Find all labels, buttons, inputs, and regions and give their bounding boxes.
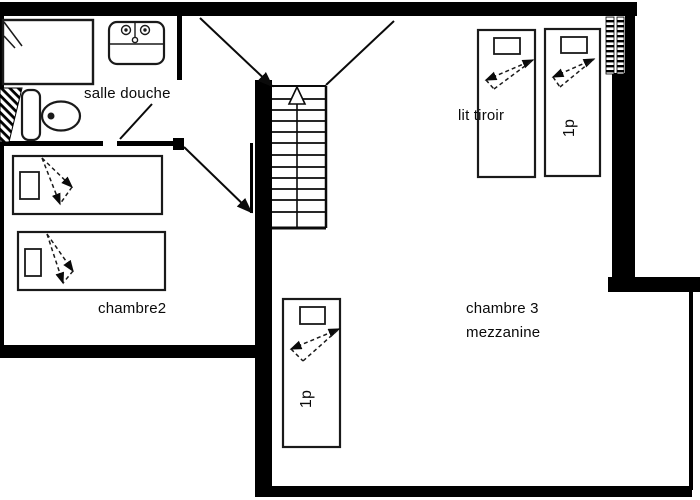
room-label-mezzanine: mezzanine: [466, 324, 541, 341]
sleep-direction-arrow: [41, 157, 74, 206]
wall-bathroom-right: [177, 16, 182, 80]
pillow: [19, 171, 40, 200]
door-jamb-chambre2: [250, 143, 253, 213]
bed-1p-right: [543, 27, 602, 178]
stairs-up-arrow-icon: [287, 85, 307, 228]
sleep-direction-arrow: [484, 59, 535, 90]
door-chambre2: [183, 146, 253, 214]
window-icon: [605, 16, 635, 75]
bed-chambre2-2: [16, 230, 167, 292]
wall-mezzanine-bottom: [255, 486, 692, 497]
wall-stairwell-left: [255, 80, 272, 497]
wall-right-lower-thin: [689, 292, 693, 490]
room-label-chambre3: chambre 3: [466, 300, 539, 317]
pillow: [24, 248, 42, 277]
wall-end-post: [173, 138, 184, 150]
bed-lit-tiroir: [476, 28, 537, 179]
wall-bathroom-bottom-a: [0, 141, 103, 146]
pillow: [493, 37, 521, 55]
wall-chambre2-bottom: [0, 345, 272, 358]
sleep-direction-arrow: [289, 328, 341, 362]
hatched-wall-segment: [0, 87, 23, 143]
sleep-direction-arrow: [551, 58, 596, 88]
bed-label-lit-tiroir: lit tiroir: [458, 107, 505, 124]
room-label-chambre2: chambre2: [98, 300, 167, 317]
door-bathroom: [119, 103, 153, 140]
wall-right-step: [608, 277, 700, 292]
wall-top: [0, 2, 637, 16]
shower-tray-icon: [1, 18, 95, 86]
room-label-salle-douche: salle douche: [84, 85, 171, 102]
door-swings: [119, 103, 253, 214]
washbasin-icon: [107, 20, 166, 66]
bed-1p-bottom: [281, 297, 342, 449]
pillow: [560, 36, 588, 54]
interior-walls: [0, 16, 253, 213]
bed-label-1p-bottom: 1p: [298, 389, 315, 409]
stair-treads: [272, 98, 326, 213]
toilet-icon: [20, 88, 82, 142]
wall-right-upper: [612, 73, 635, 277]
staircase: [272, 85, 328, 230]
pillow: [299, 306, 326, 325]
bed-chambre2-1: [11, 154, 164, 216]
wall-bathroom-bottom-b: [117, 141, 184, 146]
stairwell-opening-lines: [199, 17, 395, 88]
wall-left: [0, 16, 4, 346]
bed-label-1p-right: 1p: [561, 118, 578, 138]
sleep-direction-arrow: [46, 233, 74, 285]
